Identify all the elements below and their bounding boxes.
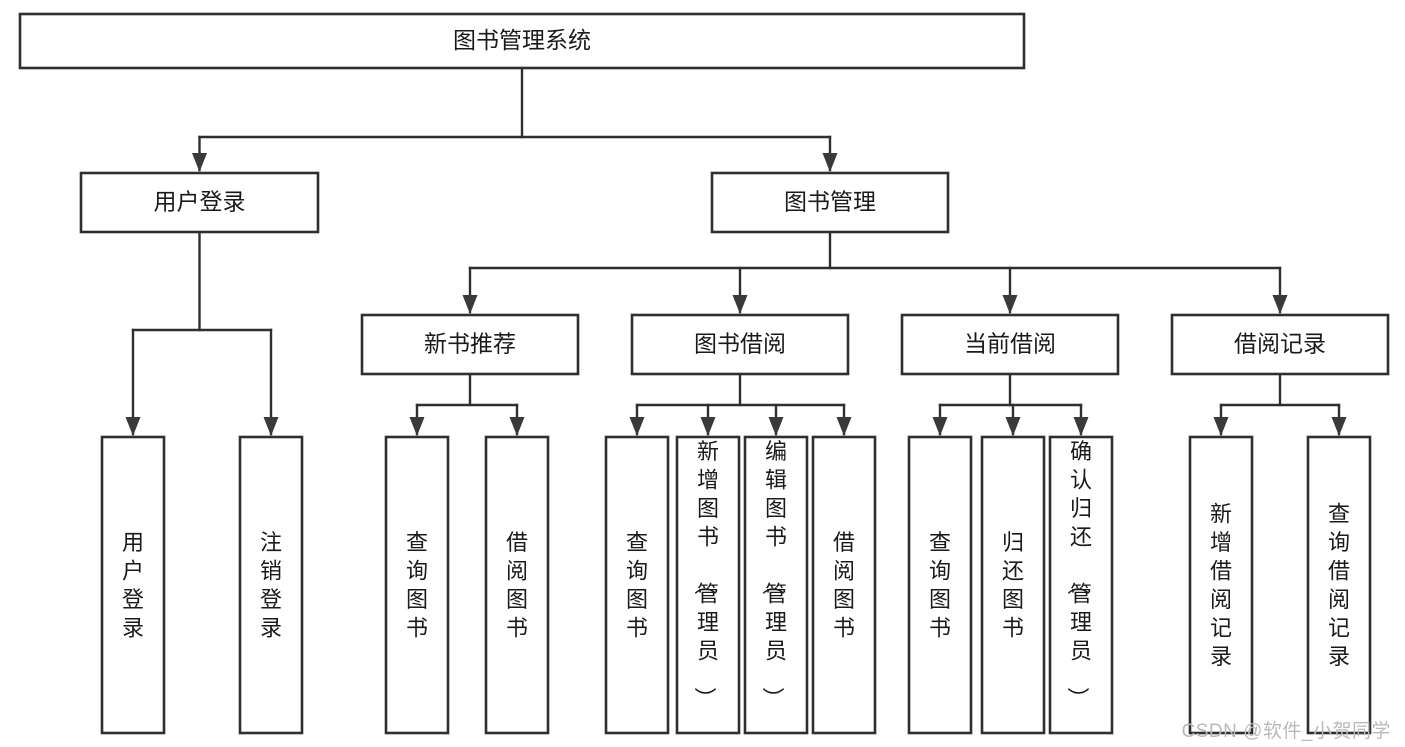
- level3-node-0[interactable]: 新书推荐: [360, 313, 580, 376]
- leaf-node-box[interactable]: [980, 435, 1046, 735]
- arrow-head-icon: [836, 417, 852, 436]
- leaf-node-box[interactable]: [1048, 435, 1114, 735]
- arrow-head-icon: [462, 295, 478, 314]
- level3-node-box[interactable]: [1170, 313, 1390, 376]
- level3-node-box[interactable]: [630, 313, 850, 376]
- leaf-node-6[interactable]: 编辑图书（管理员）: [743, 435, 809, 735]
- arrow-head-icon: [409, 417, 425, 436]
- level2-node-1[interactable]: 图书管理: [710, 171, 950, 234]
- root-node-0[interactable]: 图书管理系统: [18, 12, 1026, 70]
- level3-node-label: 借阅记录: [1234, 331, 1326, 357]
- arrow-head-icon: [768, 417, 784, 436]
- root-node-label: 图书管理系统: [453, 27, 591, 53]
- arrow-head-icon: [509, 417, 525, 436]
- leaf-node-label: 用户登录: [122, 530, 144, 641]
- leaf-node-box[interactable]: [1188, 435, 1254, 735]
- arrow-head-icon: [700, 417, 716, 436]
- level3-node-label: 新书推荐: [424, 331, 516, 357]
- leaf-node-box[interactable]: [811, 435, 877, 735]
- arrow-head-icon: [629, 417, 645, 436]
- level2-node-0[interactable]: 用户登录: [79, 171, 320, 234]
- csdn-watermark: CSDN @软件_小贺同学: [1181, 721, 1391, 742]
- arrow-head-icon: [1073, 417, 1089, 436]
- leaf-node-box[interactable]: [1306, 435, 1372, 735]
- arrow-head-icon: [1005, 417, 1021, 436]
- leaf-node-1[interactable]: 注销登录: [238, 435, 304, 735]
- arrow-head-icon: [125, 417, 141, 436]
- leaf-node-box[interactable]: [100, 435, 166, 735]
- leaf-node-box[interactable]: [484, 435, 550, 735]
- arrow-head-icon: [263, 417, 279, 436]
- arrow-head-icon: [1213, 417, 1229, 436]
- leaf-node-box[interactable]: [238, 435, 304, 735]
- leaf-node-label: 借阅图书: [833, 530, 855, 641]
- level2-node-box[interactable]: [79, 171, 320, 234]
- level3-node-2[interactable]: 当前借阅: [900, 313, 1120, 376]
- leaf-node-box[interactable]: [907, 435, 973, 735]
- leaf-node-label: 编辑图书（管理员）: [760, 439, 787, 709]
- leaf-node-label: 新增借阅记录: [1210, 502, 1232, 670]
- leaf-node-label: 查询借阅记录: [1328, 502, 1350, 670]
- leaf-node-8[interactable]: 查询图书: [907, 435, 973, 735]
- level3-node-label: 当前借阅: [964, 331, 1056, 357]
- leaf-node-2[interactable]: 查询图书: [384, 435, 450, 735]
- level2-node-label: 图书管理: [784, 189, 876, 215]
- level3-node-3[interactable]: 借阅记录: [1170, 313, 1390, 376]
- leaf-node-3[interactable]: 借阅图书: [484, 435, 550, 735]
- level2-node-label: 用户登录: [154, 189, 246, 215]
- level3-node-1[interactable]: 图书借阅: [630, 313, 850, 376]
- leaf-node-label: 查询图书: [626, 530, 648, 641]
- leaf-node-10[interactable]: 确认归还（管理员）: [1048, 435, 1114, 735]
- leaf-node-box[interactable]: [384, 435, 450, 735]
- leaf-node-9[interactable]: 归还图书: [980, 435, 1046, 735]
- leaf-node-4[interactable]: 查询图书: [604, 435, 670, 735]
- leaf-node-box[interactable]: [604, 435, 670, 735]
- leaf-node-0[interactable]: 用户登录: [100, 435, 166, 735]
- arrow-head-icon: [1002, 295, 1018, 314]
- level2-node-box[interactable]: [710, 171, 950, 234]
- arrow-head-icon: [732, 295, 748, 314]
- leaf-node-box[interactable]: [675, 435, 741, 735]
- leaf-node-label: 新增图书（管理员）: [692, 439, 719, 709]
- level3-node-label: 图书借阅: [694, 331, 786, 357]
- leaf-node-12[interactable]: 查询借阅记录: [1306, 435, 1372, 735]
- arrow-head-icon: [822, 153, 838, 172]
- leaf-node-7[interactable]: 借阅图书: [811, 435, 877, 735]
- leaf-node-label: 归还图书: [1002, 530, 1024, 641]
- leaf-node-label: 查询图书: [929, 530, 951, 641]
- level3-node-box[interactable]: [900, 313, 1120, 376]
- leaf-node-label: 查询图书: [406, 530, 428, 641]
- root-node-box[interactable]: [18, 12, 1026, 70]
- arrow-head-icon: [932, 417, 948, 436]
- leaf-node-11[interactable]: 新增借阅记录: [1188, 435, 1254, 735]
- leaf-node-label: 借阅图书: [506, 530, 528, 641]
- leaf-node-5[interactable]: 新增图书（管理员）: [675, 435, 741, 735]
- arrow-head-icon: [192, 153, 207, 172]
- leaf-node-label: 注销登录: [260, 530, 282, 641]
- level3-node-box[interactable]: [360, 313, 580, 376]
- leaf-node-box[interactable]: [743, 435, 809, 735]
- arrow-head-icon: [1331, 417, 1347, 436]
- leaf-node-label: 确认归还（管理员）: [1065, 439, 1092, 709]
- arrow-head-icon: [1272, 295, 1288, 314]
